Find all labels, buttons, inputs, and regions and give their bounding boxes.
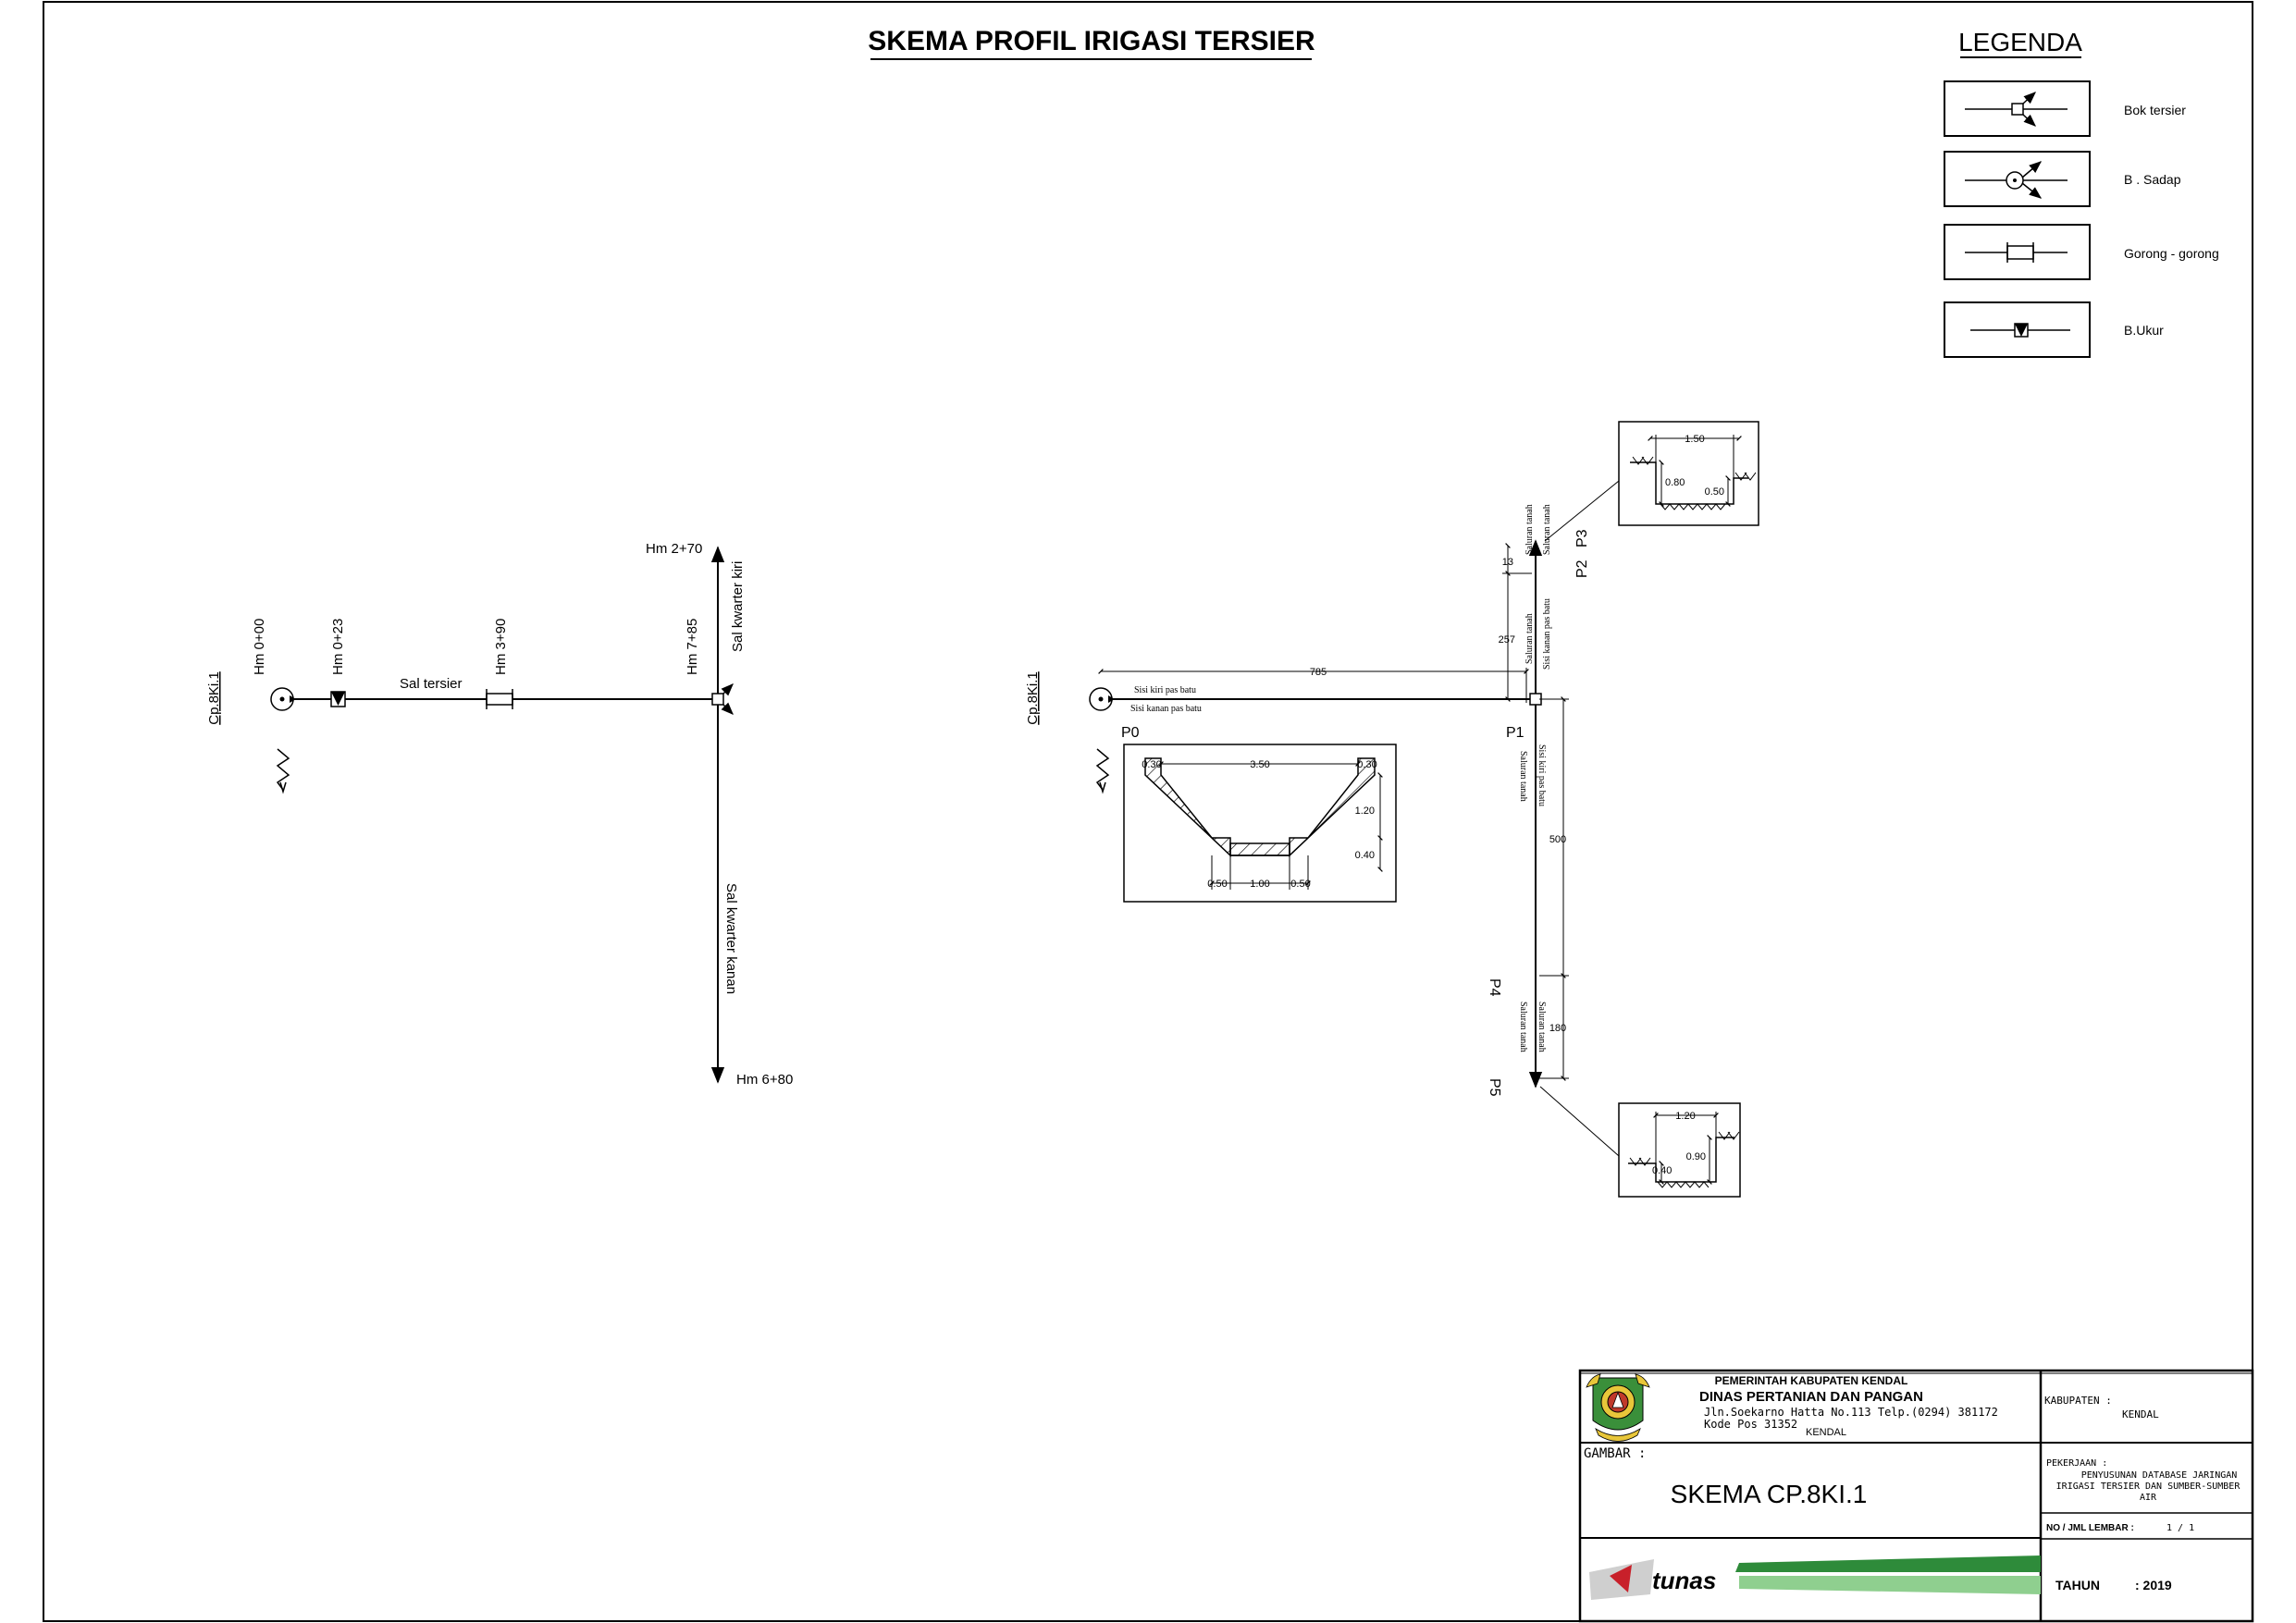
point-p1: P1 xyxy=(1506,725,1524,741)
lower-label-1: Saluran tanah xyxy=(1518,751,1528,802)
bangunan-ukur-icon xyxy=(1944,301,2091,358)
point-p2: P2 xyxy=(1574,559,1590,578)
left-scheme: Cp.8Ki.1 Hm 0+00 Hm 0+23 Hm 3 xyxy=(206,541,793,1088)
tb-gov: PEMERINTAH KABUPATEN KENDAL xyxy=(1715,1374,1908,1387)
legend-label-gorong: Gorong - gorong xyxy=(2124,246,2219,261)
main-right-bank: Sisi kanan pas batu xyxy=(1130,704,1202,714)
sadap-icon xyxy=(270,687,296,711)
water-source-icon xyxy=(276,748,290,794)
section-main-bottom-right: 0.50 xyxy=(1290,879,1310,890)
lower-label-4: Saluran tanah xyxy=(1537,1002,1547,1052)
water-source-icon xyxy=(1095,748,1110,794)
cross-section-lower: 1.20 0.40 0.90 xyxy=(1618,1102,1741,1198)
section-main-bottom-left: 0.50 xyxy=(1207,879,1227,890)
dim-180: 180 xyxy=(1549,1023,1566,1034)
legend-label-bok-tersier: Bok tersier xyxy=(2124,103,2186,117)
station-hm-0-00: Hm 0+00 xyxy=(252,619,267,675)
section-main-side-right: 0.30 xyxy=(1357,759,1376,770)
tb-agency: DINAS PERTANIAN DAN PANGAN xyxy=(1699,1389,1923,1405)
ukur-icon xyxy=(330,691,346,707)
kendal-seal-logo xyxy=(1586,1373,1650,1442)
title-block: PEMERINTAH KABUPATEN KENDAL DINAS PERTAN… xyxy=(1578,1369,2254,1623)
station-hm-2-70: Hm 2+70 xyxy=(646,541,702,557)
station-hm-3-90: Hm 3+90 xyxy=(493,619,509,675)
bok-tersier-icon xyxy=(1944,80,2091,137)
tb-tahun-value: : 2019 xyxy=(2135,1578,2172,1592)
sheet-border xyxy=(43,1,2253,1622)
dim-13: 13 xyxy=(1502,557,1513,568)
station-hm-6-80: Hm 6+80 xyxy=(736,1072,793,1088)
tunas-logo: tunas xyxy=(1589,1555,2041,1600)
tb-kabupaten-value: KENDAL xyxy=(2122,1408,2159,1420)
page-title: SKEMA PROFIL IRIGASI TERSIER xyxy=(868,26,1315,56)
tb-pekerjaan-value-2: IRIGASI TERSIER DAN SUMBER-SUMBER xyxy=(2056,1482,2241,1492)
section-upper-left-depth: 0.80 xyxy=(1665,477,1685,488)
tb-postal: Kode Pos 31352 xyxy=(1704,1418,1797,1431)
legend-label-ukur: B.Ukur xyxy=(2124,323,2164,338)
leader-upper xyxy=(1544,480,1620,542)
section-main-depth: 1.20 xyxy=(1355,805,1375,817)
point-p4: P4 xyxy=(1487,978,1502,997)
upper-label-4: Sisi kanan pas batu xyxy=(1542,598,1552,670)
gorong-icon xyxy=(486,689,513,709)
legend-label-sadap: B . Sadap xyxy=(2124,172,2181,187)
bangunan-sadap-icon xyxy=(1944,151,2091,207)
tb-gambar-label: GAMBAR : xyxy=(1584,1446,1646,1461)
gorong-gorong-icon xyxy=(1944,224,2091,280)
main-left-bank: Sisi kiri pas batu xyxy=(1134,685,1196,695)
tb-lembar-label: NO / JML LEMBAR : xyxy=(2046,1523,2134,1533)
sal-kwarter-kanan-label: Sal kwarter kanan xyxy=(723,883,739,994)
point-p3: P3 xyxy=(1574,529,1590,547)
tb-pekerjaan-value-3: AIR xyxy=(2140,1493,2157,1503)
tb-lembar-value: 1 / 1 xyxy=(2166,1523,2194,1533)
tb-kabupaten-label: KABUPATEN : xyxy=(2044,1395,2112,1407)
right-scheme-code: Cp.8Ki.1 xyxy=(1025,671,1041,725)
dim-500: 500 xyxy=(1549,834,1566,845)
station-hm-0-23: Hm 0+23 xyxy=(330,619,346,675)
section-lower-right-depth: 0.90 xyxy=(1686,1151,1706,1162)
tb-city: KENDAL xyxy=(1806,1427,1846,1438)
point-p5: P5 xyxy=(1487,1078,1502,1097)
sal-kwarter-kiri-label: Sal kwarter kiri xyxy=(730,561,746,652)
section-lower-width: 1.20 xyxy=(1675,1111,1695,1122)
legend-title: LEGENDA xyxy=(1958,28,2082,56)
dim-257: 257 xyxy=(1499,634,1515,646)
upper-label-2: Saluran tanah xyxy=(1542,504,1552,555)
station-hm-7-85: Hm 7+85 xyxy=(685,619,700,675)
bok-tersier-junction-icon xyxy=(711,683,734,715)
sadap-icon xyxy=(1089,687,1115,711)
section-main-top: 3.50 xyxy=(1250,759,1269,770)
cross-section-upper: 1.50 0.80 0.50 xyxy=(1618,421,1759,526)
section-main-side-left: 0.30 xyxy=(1142,759,1161,770)
lower-label-2: Sisi kiri pas batu xyxy=(1537,744,1547,806)
section-lower-left-depth: 0.40 xyxy=(1652,1165,1672,1176)
tunas-logo-text: tunas xyxy=(1652,1567,1716,1594)
left-scheme-code: Cp.8Ki.1 xyxy=(206,671,222,725)
tb-tahun-label: TAHUN xyxy=(2055,1578,2100,1592)
legend: LEGENDA Bok tersier B . Sadap Gorong - xyxy=(1944,28,2219,358)
tb-pekerjaan-label: PEKERJAAN : xyxy=(2046,1458,2107,1469)
section-upper-width: 1.50 xyxy=(1685,434,1704,445)
sal-tersier-label: Sal tersier xyxy=(400,676,463,692)
point-p0: P0 xyxy=(1121,725,1140,741)
upper-label-1: Saluran tanah xyxy=(1524,504,1535,555)
cross-section-main: 3.50 0.30 0.30 1.20 0.40 0.50 1.00 0.50 xyxy=(1123,744,1397,903)
dim-785: 785 xyxy=(1310,667,1327,678)
right-scheme: Cp.8Ki.1 785 Sisi kiri pas batu Sisi kan… xyxy=(1025,480,1620,1157)
section-main-bottom: 1.00 xyxy=(1250,879,1269,890)
tb-gambar-value: SKEMA CP.8KI.1 xyxy=(1671,1480,1868,1508)
tb-pekerjaan-value-1: PENYUSUNAN DATABASE JARINGAN xyxy=(2081,1470,2238,1481)
leader-lower xyxy=(1539,1086,1620,1157)
upper-label-3: Saluran tanah xyxy=(1524,613,1535,664)
section-main-base-h: 0.40 xyxy=(1355,850,1375,861)
lower-label-3: Saluran tanah xyxy=(1518,1002,1528,1052)
tb-address: Jln.Soekarno Hatta No.113 Telp.(0294) 38… xyxy=(1704,1406,1998,1419)
section-upper-right-depth: 0.50 xyxy=(1705,486,1724,498)
